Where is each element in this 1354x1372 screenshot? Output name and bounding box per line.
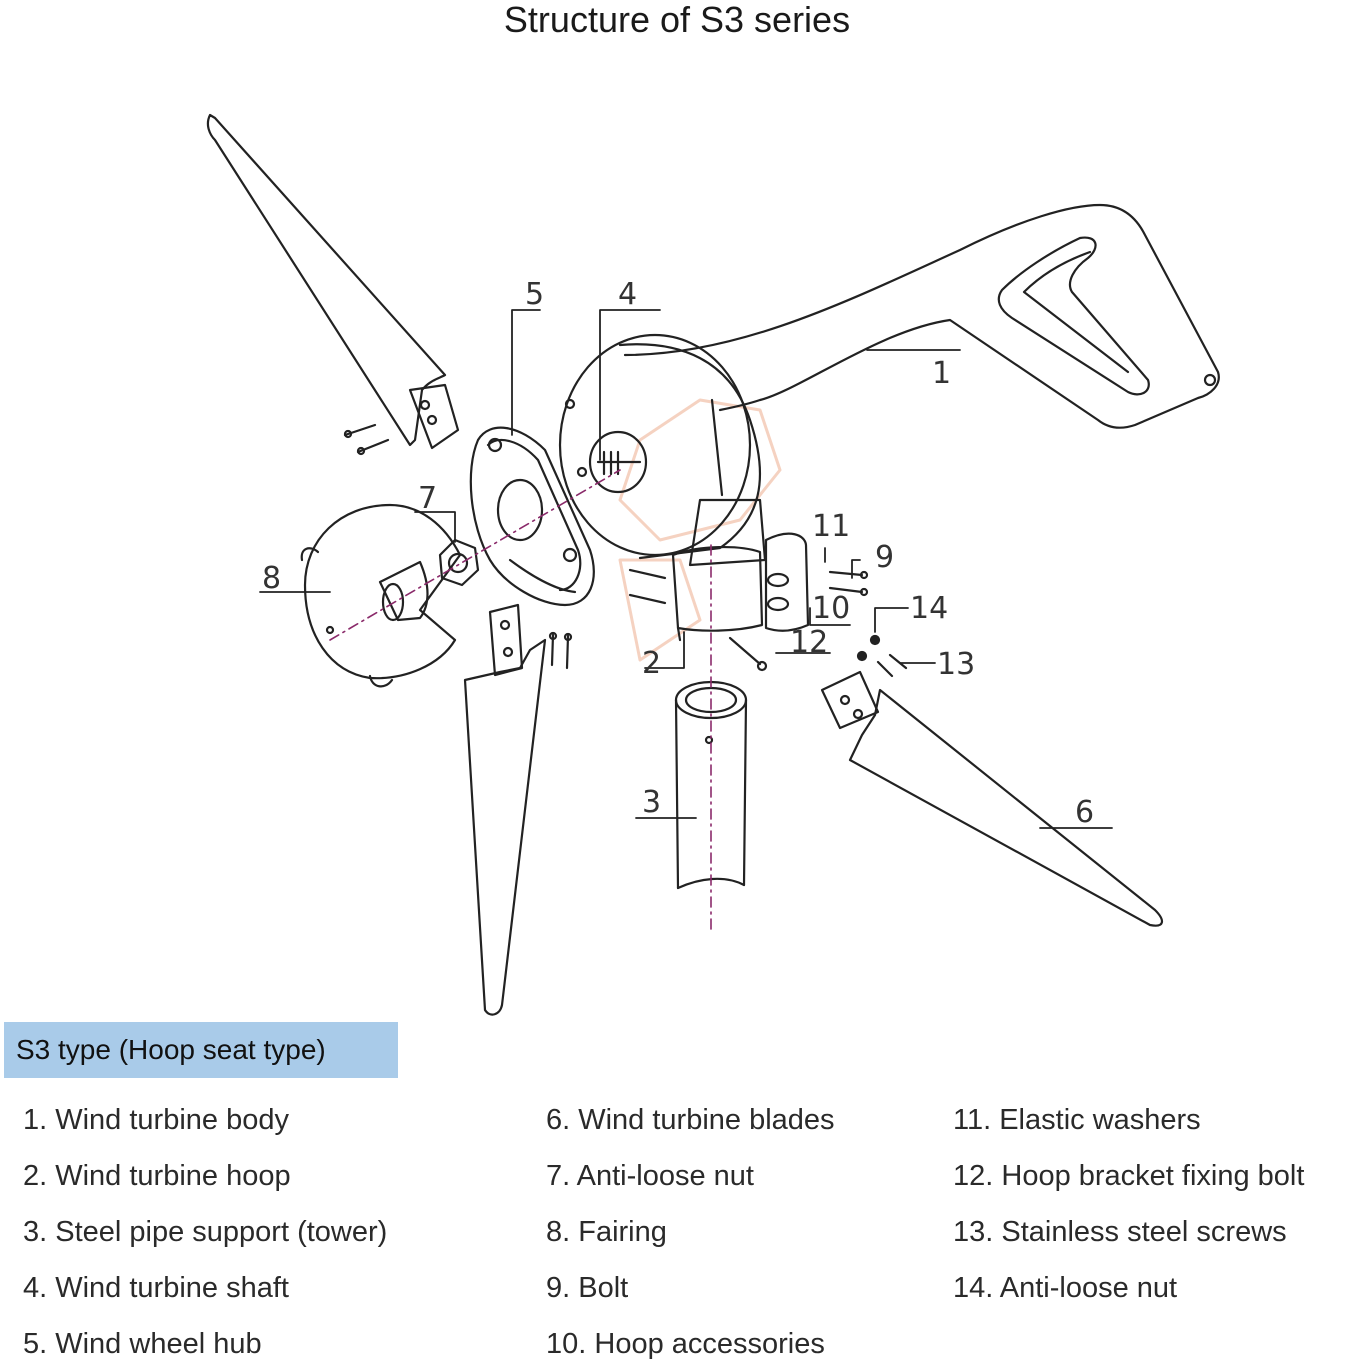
turbine-hoop (671, 532, 810, 642)
hoop-bolts-left (628, 568, 667, 605)
callout-11: 11 (812, 509, 850, 544)
blade-upper-left (206, 113, 460, 450)
exploded-view-diagram: 1 2 3 4 5 6 7 8 9 10 11 12 13 14 (0, 60, 1354, 1020)
callout-8: 8 (262, 561, 281, 596)
center-axes (329, 469, 712, 933)
legend-item: 11. Elastic washers (953, 1104, 1201, 1136)
legend-item: 3. Steel pipe support (tower) (23, 1216, 388, 1248)
callout-14: 14 (910, 591, 948, 626)
callout-1: 1 (932, 356, 951, 391)
screws-13-14 (856, 634, 908, 678)
callout-3: 3 (642, 785, 661, 820)
legend-column-3: 11. Elastic washers 12. Hoop bracket fix… (953, 1092, 1304, 1316)
legend-item: 9. Bolt (546, 1272, 629, 1304)
legend-item: 13. Stainless steel screws (953, 1216, 1287, 1248)
parts-legend: 1. Wind turbine body 2. Wind turbine hoo… (0, 1092, 1354, 1366)
callout-labels: 1 2 3 4 5 6 7 8 9 10 11 12 13 14 (262, 277, 1094, 830)
legend-item: 4. Wind turbine shaft (23, 1272, 289, 1304)
bolt-9 (828, 570, 869, 597)
hoop-bracket-fixing-bolt (728, 636, 768, 672)
legend-item: 5. Wind wheel hub (23, 1328, 262, 1360)
exploded-view-svg: 1 2 3 4 5 6 7 8 9 10 11 12 13 14 (206, 113, 1220, 1016)
legend-column-1: 1. Wind turbine body 2. Wind turbine hoo… (23, 1092, 387, 1372)
blade-bottom (463, 603, 547, 1016)
callout-9: 9 (875, 540, 894, 575)
wind-wheel-hub (469, 426, 595, 607)
legend-item: 6. Wind turbine blades (546, 1104, 835, 1136)
blade-right (820, 670, 1163, 927)
leader-lines (259, 309, 1113, 829)
callout-7: 7 (418, 481, 437, 516)
legend-item: 12. Hoop bracket fixing bolt (953, 1160, 1305, 1192)
blade-bolts-lower (548, 631, 573, 670)
type-label-badge: S3 type (Hoop seat type) (4, 1022, 398, 1078)
blade-bolts-upper (343, 423, 390, 456)
diagram-title: Structure of S3 series (503, 0, 851, 40)
callout-10: 10 (812, 591, 850, 626)
callout-4: 4 (618, 277, 637, 312)
callout-5: 5 (525, 277, 544, 312)
legend-column-2: 6. Wind turbine blades 7. Anti-loose nut… (546, 1092, 835, 1372)
legend-item: 10. Hoop accessories (546, 1328, 825, 1360)
callout-13: 13 (937, 647, 975, 682)
legend-item: 8. Fairing (546, 1216, 667, 1248)
callout-6: 6 (1075, 795, 1094, 830)
legend-item: 2. Wind turbine hoop (23, 1160, 291, 1192)
legend-item: 14. Anti-loose nut (953, 1272, 1178, 1304)
callout-12: 12 (790, 625, 828, 660)
fairing (300, 503, 462, 688)
watermark (618, 398, 782, 662)
legend-item: 1. Wind turbine body (23, 1104, 289, 1136)
turbine-body (558, 203, 1220, 567)
legend-item: 7. Anti-loose nut (546, 1160, 754, 1192)
anti-loose-nut-7 (438, 538, 480, 587)
callout-2: 2 (642, 646, 661, 681)
